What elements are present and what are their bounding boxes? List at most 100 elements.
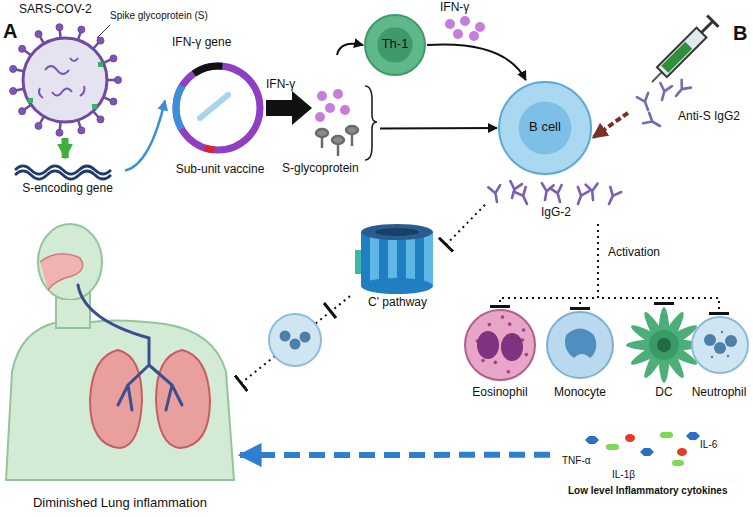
illustration-part <box>672 460 684 466</box>
connector <box>337 44 363 55</box>
illustration-part <box>346 126 358 134</box>
connector <box>380 127 497 129</box>
node-text: DC <box>625 386 703 400</box>
protein-label: S-glycoprotein <box>282 162 359 176</box>
connector <box>427 44 526 80</box>
illustration-part <box>714 342 726 354</box>
connector <box>580 224 598 310</box>
node-text: Sub-unit vaccine <box>165 163 275 177</box>
illustration-part <box>657 338 671 352</box>
illustration-part <box>39 58 85 98</box>
illustration-part <box>280 331 311 350</box>
illustration-part <box>115 77 122 84</box>
illustration-part <box>646 16 718 88</box>
illustration-part <box>707 16 718 27</box>
illustration-part <box>637 80 691 131</box>
illustration-part <box>572 187 589 206</box>
illustration-part <box>361 232 370 286</box>
illustration-part <box>677 448 687 456</box>
illustration-part <box>176 66 260 150</box>
illustration-part <box>56 24 63 31</box>
illustration-part <box>547 312 613 378</box>
illustration-part <box>711 331 729 358</box>
illustration-part <box>476 315 529 373</box>
illustration-part <box>628 321 700 369</box>
illustration-part <box>397 232 406 286</box>
gene-node: S-encoding gene <box>10 158 125 200</box>
illustration-part <box>406 232 415 286</box>
gene-label: IFN-γ gene <box>172 36 231 50</box>
illustration-part <box>324 303 336 318</box>
illustration-part <box>315 112 325 122</box>
node-text: Neutrophil <box>688 386 750 400</box>
illustration-part <box>300 332 311 343</box>
illustration-part <box>550 185 566 204</box>
illustration-part <box>508 322 512 326</box>
illustration-part <box>40 254 83 290</box>
illustration-part <box>488 181 621 207</box>
illustration-part <box>488 323 492 327</box>
illustration-part <box>375 228 419 236</box>
connector <box>62 138 69 158</box>
illustration-part <box>97 37 104 44</box>
illustration-part <box>15 171 111 179</box>
illustration-part <box>711 356 713 358</box>
node-text: IL-1β <box>612 469 635 481</box>
illustration-part <box>721 331 723 333</box>
neutrophil-cell: Neutrophil <box>688 315 750 403</box>
illustration-part <box>316 129 328 137</box>
illustration-part <box>640 448 654 456</box>
illustration-part <box>10 24 122 136</box>
illustration-part <box>365 86 377 160</box>
illustration-part <box>290 339 301 350</box>
illustration-part <box>35 122 42 129</box>
illustration-part <box>453 29 463 39</box>
panel-letter: A <box>3 20 17 43</box>
illustration-part <box>78 127 85 134</box>
illustration-part <box>660 432 673 438</box>
illustration-part <box>38 224 102 300</box>
node-text: Monocyte <box>545 386 615 400</box>
illustration-part <box>565 329 596 359</box>
illustration-part <box>280 331 291 342</box>
illustration-part <box>92 104 97 109</box>
antibody-cluster: IgG-2 <box>485 176 620 224</box>
illustration-part <box>161 51 276 166</box>
illustration-part <box>97 25 110 38</box>
node-text: B cell <box>497 120 593 135</box>
connector <box>445 205 485 246</box>
illustration-part <box>506 181 522 200</box>
illustration-part <box>481 359 485 363</box>
illustration-part <box>361 232 433 294</box>
illustration-part <box>586 184 599 201</box>
connector <box>240 452 550 458</box>
illustration-part <box>626 339 702 351</box>
illustration-part <box>10 65 17 72</box>
node-text: IgG-2 <box>541 206 571 220</box>
illustration-part <box>317 91 327 101</box>
illustration-part <box>585 436 599 444</box>
illustration-part <box>477 331 499 359</box>
b-cell: B cell <box>497 80 593 176</box>
illustration-part <box>524 353 528 357</box>
illustration-part <box>656 83 672 102</box>
illustration-part <box>78 285 182 410</box>
connector <box>593 113 628 138</box>
complement-pathway: C' pathway <box>350 222 445 317</box>
illustration-part <box>325 103 335 113</box>
illustration-part <box>501 315 505 319</box>
illustration-part <box>658 307 670 383</box>
illustration-part <box>692 317 748 373</box>
connector <box>598 224 664 305</box>
illustration-part <box>388 232 397 286</box>
illustration-part <box>445 19 455 29</box>
node-text: IL-6 <box>700 439 717 451</box>
illustration-part <box>704 334 716 346</box>
illustration-part <box>625 434 635 442</box>
illustration-part <box>56 129 63 136</box>
illustration-part <box>110 98 117 105</box>
illustration-part <box>35 31 42 38</box>
illustration-part <box>160 50 277 167</box>
illustration-part <box>661 42 692 73</box>
illustration-part <box>488 185 503 203</box>
